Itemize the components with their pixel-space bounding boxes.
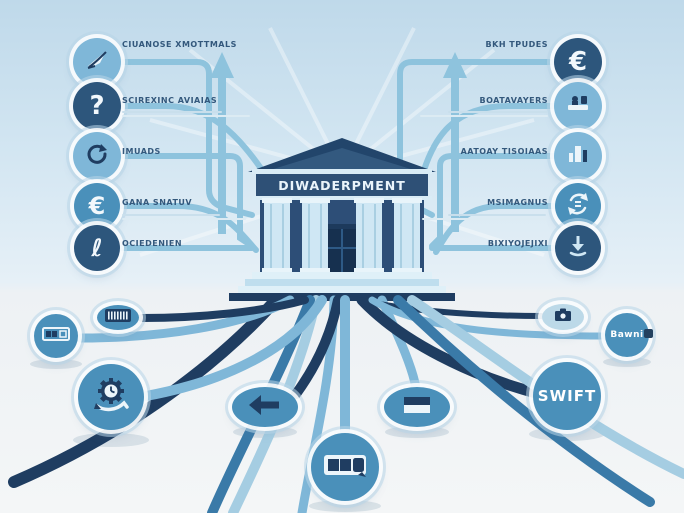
award-gear-node: [78, 364, 144, 430]
cornice-bottom: [252, 196, 432, 200]
card-node: [384, 387, 450, 427]
left-label-5: OCIEDENIEN: [122, 239, 183, 248]
signature-icon: [84, 47, 110, 77]
label-underline: [422, 218, 546, 220]
building-name-text: DIWADERPMENT: [278, 178, 406, 193]
back-arrow-node: [232, 387, 298, 427]
left-arrow-icon: [246, 392, 284, 422]
left-node-1: [73, 38, 121, 86]
card-machine-icon: [41, 323, 71, 349]
download-icon: [565, 233, 591, 263]
euro-icon: €: [568, 47, 588, 77]
left-node-4: €: [74, 183, 120, 229]
left-label-4: GANA SNATUV: [122, 198, 193, 207]
columns: [262, 198, 422, 274]
euro-icon: €: [88, 192, 106, 220]
bar-chart-icon: [565, 141, 591, 171]
pediment-inner: [270, 148, 414, 170]
label-underline: [420, 115, 548, 117]
bank-building: DIWADERPMENT: [229, 138, 455, 301]
bank-tag-square: [644, 329, 653, 338]
label-underline: [122, 214, 220, 216]
barcode-icon: [104, 308, 132, 327]
right-node-5: [555, 225, 601, 271]
right-node-1: €: [554, 38, 602, 86]
left-node-5: ℓ: [74, 225, 120, 271]
left-label-1: CIUANOSE XMOTTMALS: [122, 40, 237, 49]
up-arrow-left: [210, 52, 234, 234]
left-node-3: [73, 132, 121, 180]
right-label-4: MSIMAGNUS: [487, 198, 548, 207]
right-label-2: BOATAVAYERS: [479, 96, 548, 105]
right-node-3: [554, 132, 602, 180]
exchange-icon: [565, 191, 591, 221]
card-machine-node: [34, 314, 78, 358]
right-label-1: BKH TPUDES: [485, 40, 548, 49]
right-node-4: [555, 183, 601, 229]
question-mark-icon: ?: [89, 91, 105, 121]
label-underline: [448, 111, 548, 113]
award-gear-icon: [89, 373, 133, 421]
up-arrow-right: [443, 52, 467, 232]
letter-l-icon: ℓ: [91, 234, 103, 262]
left-label-3: IMUADS: [122, 147, 161, 156]
bank-text: Bawni: [610, 330, 644, 340]
card-terminal-icon: [322, 451, 368, 483]
terminal-node: [311, 433, 379, 501]
left-node-2: ?: [73, 82, 121, 130]
swift-node: SWIFT: [533, 362, 601, 430]
label-underline: [122, 111, 222, 113]
right-label-5: BIXIYOJEJIXI: [487, 239, 548, 248]
teller-icon: [565, 91, 591, 121]
label-underline: [122, 115, 250, 117]
bank-text-node: Bawni: [605, 313, 649, 357]
swift-text: SWIFT: [537, 387, 597, 405]
barcode-node: [97, 305, 139, 330]
right-label-3: AATOAY TISOIAAS: [460, 147, 548, 156]
right-node-2: [554, 82, 602, 130]
camera-node: [542, 304, 584, 330]
left-label-2: SCIREXINC AVIAIAS: [122, 96, 218, 105]
cornice-top: [252, 169, 432, 174]
label-underline: [448, 214, 546, 216]
flow-fan: [8, 294, 684, 513]
minus-card-icon: [400, 394, 434, 420]
name-plate-band: [256, 174, 428, 197]
refresh-icon: [84, 141, 110, 171]
left-connectors: [118, 59, 265, 253]
label-underline: [122, 218, 246, 220]
camera-icon: [552, 307, 574, 327]
